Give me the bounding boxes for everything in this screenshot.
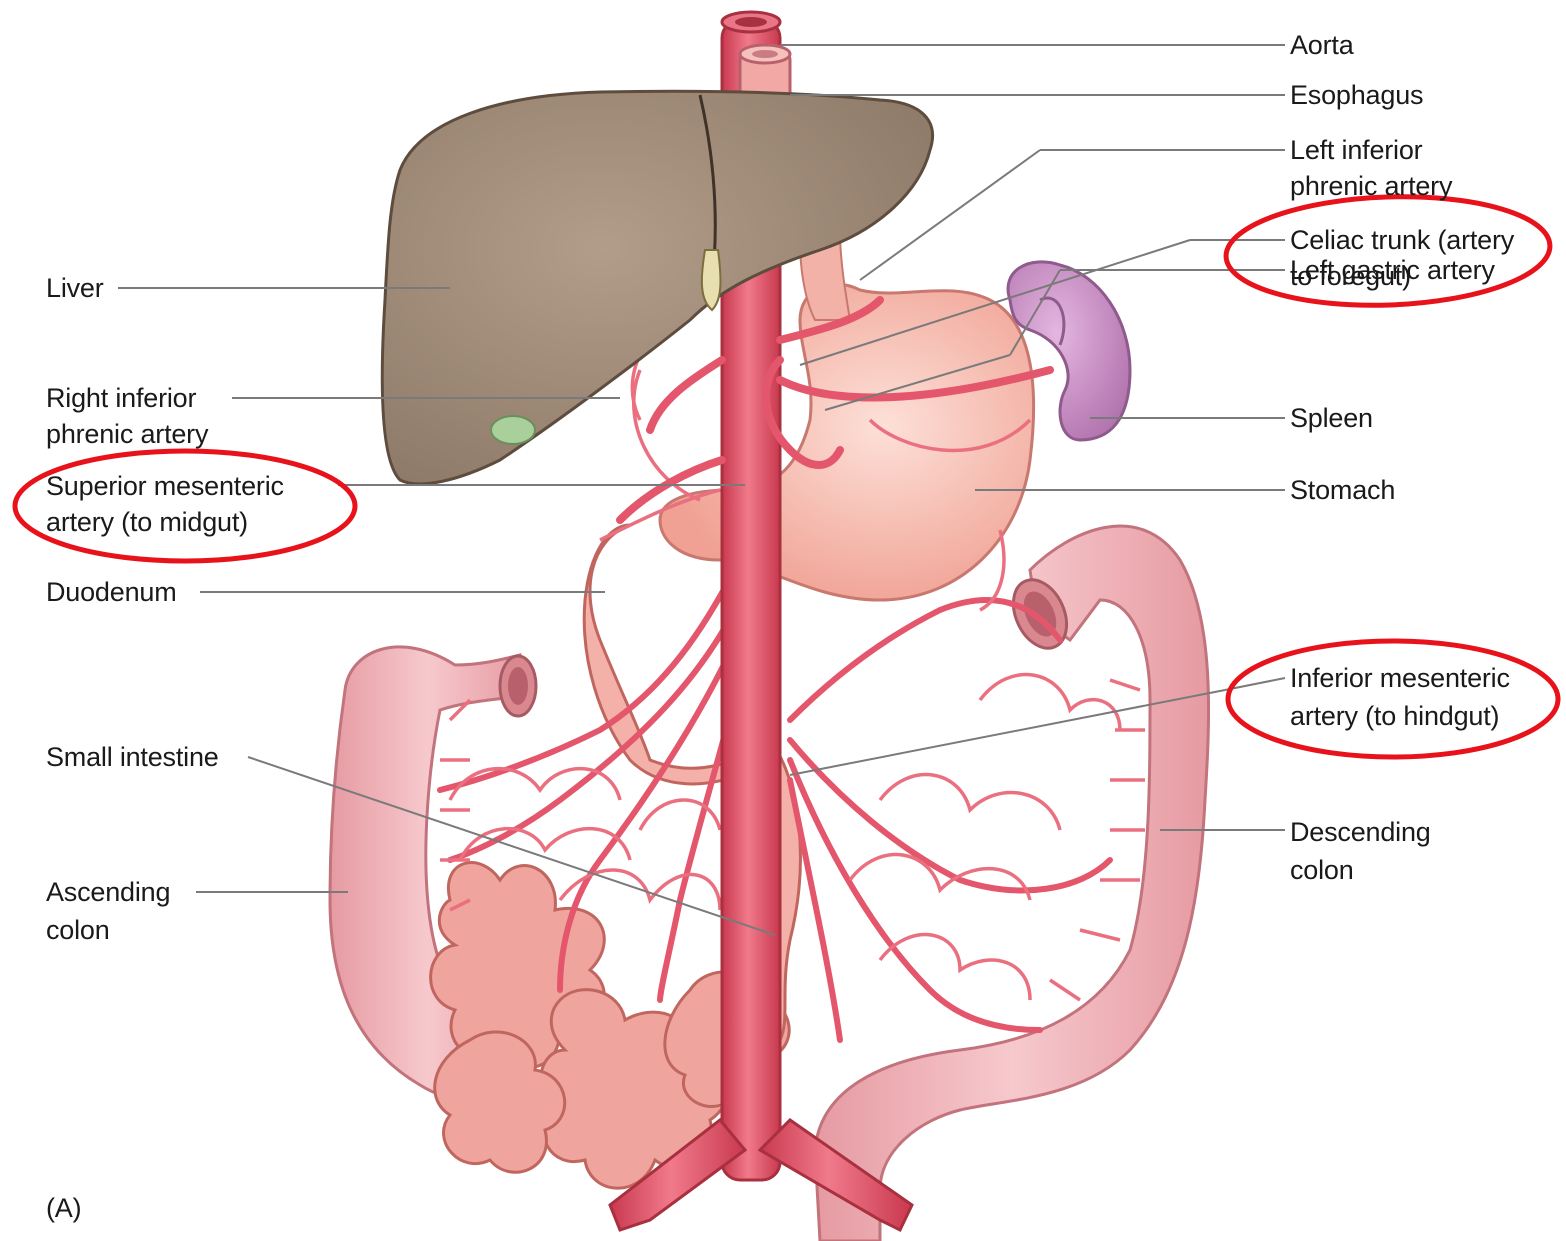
label-spleen: Spleen — [1290, 400, 1373, 436]
label-left-inferior-phrenic-line1: Left inferior — [1290, 132, 1422, 168]
gallbladder — [491, 416, 535, 444]
label-superior-mesenteric-line2: artery (to midgut) — [46, 504, 248, 540]
label-stomach: Stomach — [1290, 472, 1395, 508]
label-superior-mesenteric-line1: Superior mesenteric — [46, 468, 284, 504]
label-aorta: Aorta — [1290, 27, 1354, 63]
stomach — [660, 284, 1034, 600]
label-liver: Liver — [46, 270, 104, 306]
label-ascending-colon-line1: Ascending — [46, 874, 170, 910]
label-right-inferior-phrenic-line2: phrenic artery — [46, 416, 208, 452]
panel-label: (A) — [46, 1190, 81, 1226]
label-ascending-colon-line2: colon — [46, 912, 110, 948]
label-inferior-mesenteric-line1: Inferior mesenteric — [1290, 660, 1510, 696]
label-descending-colon-line2: colon — [1290, 852, 1354, 888]
label-inferior-mesenteric-line2: artery (to hindgut) — [1290, 698, 1499, 734]
label-duodenum: Duodenum — [46, 574, 177, 610]
label-left-inferior-phrenic-line2: phrenic artery — [1290, 168, 1452, 204]
label-right-inferior-phrenic-line1: Right inferior — [46, 380, 196, 416]
label-esophagus: Esophagus — [1290, 77, 1423, 113]
descending-colon — [815, 526, 1209, 1241]
label-small-intestine: Small intestine — [46, 739, 219, 775]
label-left-gastric: Left gastric artery — [1290, 252, 1495, 288]
label-descending-colon-line1: Descending — [1290, 814, 1431, 850]
